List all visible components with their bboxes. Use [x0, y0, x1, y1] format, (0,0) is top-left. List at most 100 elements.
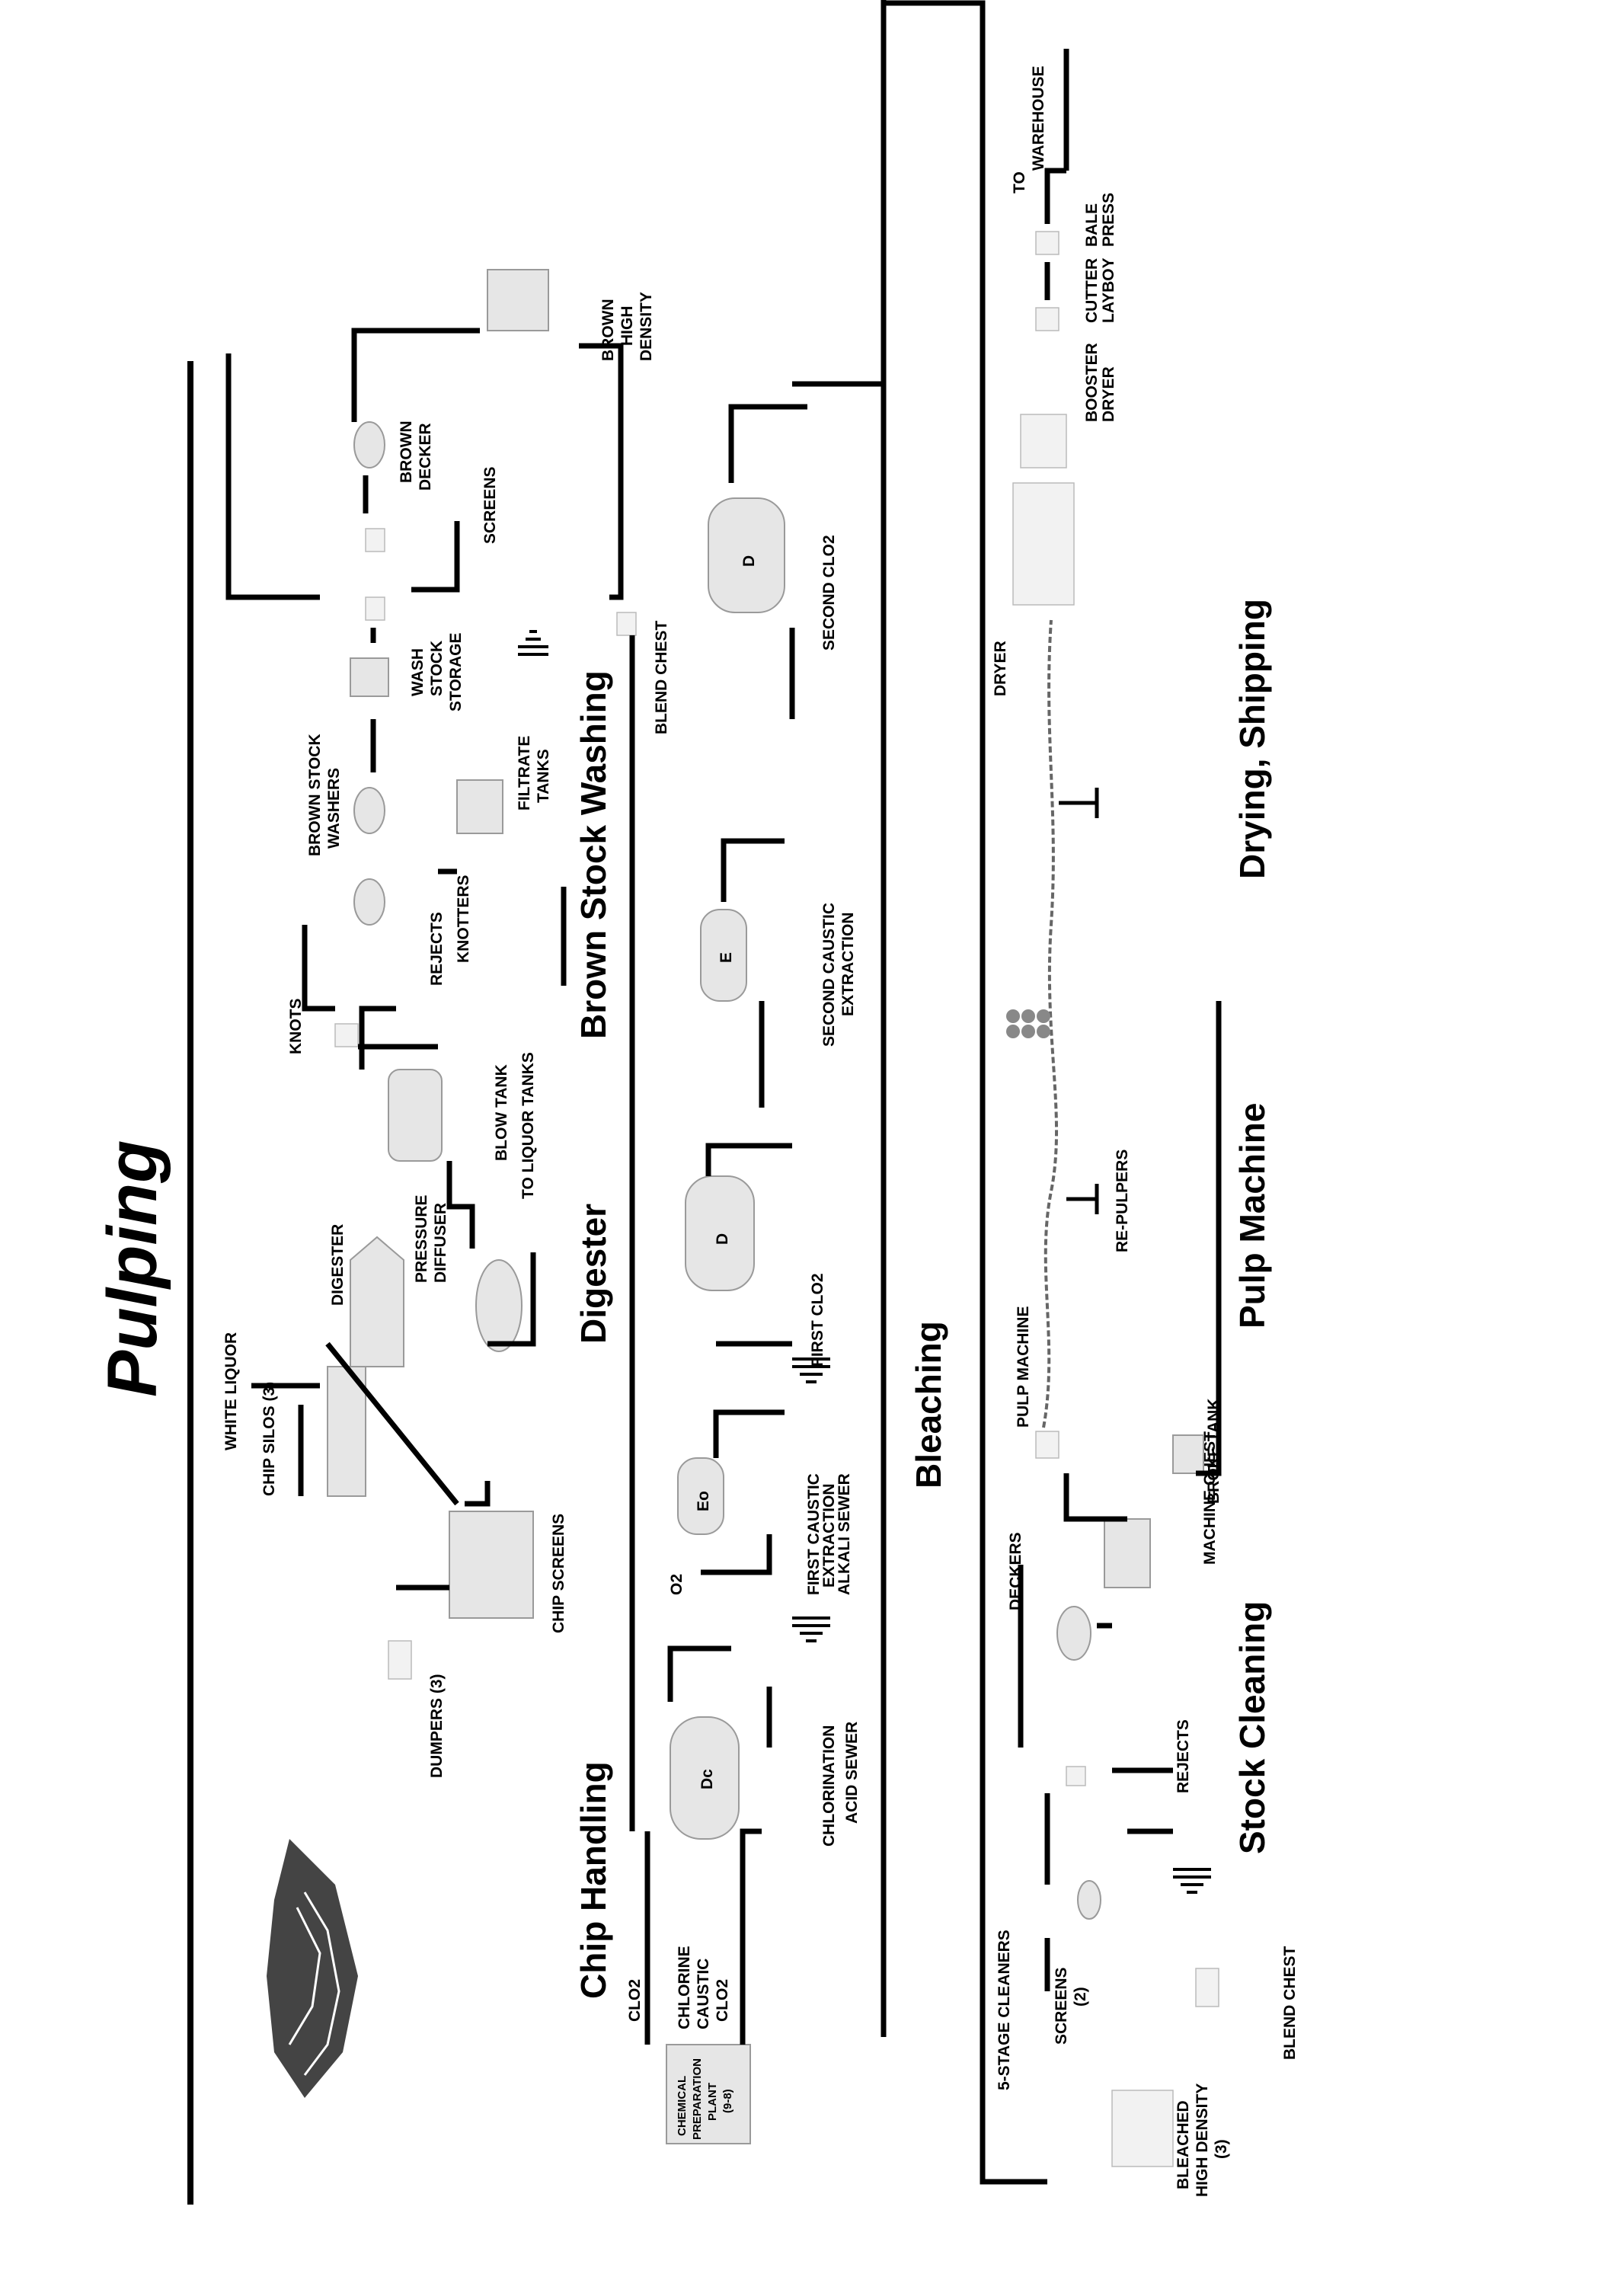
brown-screen-lines: [225, 353, 460, 643]
pulp-machine-label: PULP MACHINE: [1015, 1306, 1032, 1428]
brown-screen-unit-1: [365, 596, 385, 621]
brown-high-density-label-2: HIGH: [618, 306, 636, 347]
rejects-cleaning-label: REJECTS: [1175, 1719, 1192, 1793]
cleaner-unit: [1066, 1766, 1086, 1786]
page-title: Pulping: [94, 1140, 171, 1397]
blend-chest-top-label: BLEND CHEST: [653, 620, 670, 734]
silo-to-digester-line: [325, 1341, 459, 1506]
brown-stock-washer-unit-2: [353, 787, 385, 834]
rejects-knotters-label: REJECTS: [428, 912, 446, 986]
booster-dryer-unit: [1020, 414, 1067, 468]
chem-plant-label-4: (9-8): [721, 2089, 734, 2113]
second-caustic-label-2: EXTRACTION: [839, 913, 857, 1017]
blow-tank-unit: [388, 1069, 443, 1162]
brown-decker-label-1: BROWN: [398, 421, 415, 483]
bleached-hd-label-3: (3): [1213, 2139, 1230, 2159]
chlorination-tower-unit: [670, 1716, 740, 1840]
first-clo2-tower-tag: D: [714, 1233, 731, 1245]
bleached-hd-label-1: BLEACHED: [1175, 2100, 1192, 2189]
pulp-machine-headbox-unit: [1035, 1431, 1059, 1459]
knotters-label: KNOTTERS: [455, 875, 472, 964]
dumpers-label: DUMPERS (3): [428, 1674, 446, 1778]
first-clo2-lines: [705, 1143, 792, 1347]
pressure-diffuser-unit: [475, 1259, 523, 1352]
second-clo2-label: SECOND CLO2: [820, 535, 838, 651]
acid-sewer-ground-symbol: [792, 1616, 830, 1642]
broke-tank-unit: [1172, 1434, 1204, 1474]
wash-stock-storage-unit: [350, 657, 389, 697]
brown-decker-label-2: DECKER: [417, 423, 434, 491]
o2-line: [701, 1534, 772, 1575]
pulp-machine-wire: [1042, 619, 1059, 1428]
brown-screen-unit-2: [365, 528, 385, 552]
chip-silos-label: CHIP SILOS (3): [260, 1382, 278, 1496]
machine-chest-label: MACHINE CHEST: [1201, 1431, 1219, 1565]
o2-label: O2: [668, 1574, 686, 1595]
knots-label: KNOTS: [287, 999, 305, 1055]
to-liquor-tanks-label: TO LIQUOR TANKS: [519, 1052, 537, 1199]
section-stock-cleaning: Stock Cleaning: [1232, 1601, 1272, 1854]
alkali-sewer-label: ALKALI SEWER: [836, 1473, 853, 1595]
pressure-diffuser-label-1: PRESSURE: [413, 1194, 430, 1283]
chlorination-label: CHLORINATION: [820, 1725, 838, 1847]
alkali-sewer-ground-symbol: [792, 1357, 830, 1383]
second-caustic-tower-tag: E: [718, 952, 735, 963]
dryer-unit: [1012, 482, 1075, 606]
first-caustic-tower-unit: [677, 1457, 724, 1535]
booster-dryer-label-1: BOOSTER: [1083, 343, 1101, 422]
press-rolls: [1006, 1009, 1050, 1038]
bleached-high-density-unit: [1111, 2090, 1174, 2167]
chemical-feed-lines: [644, 1828, 762, 2045]
knotter-to-washer-line: [302, 925, 335, 1012]
brown-high-density-unit: [487, 269, 549, 331]
booster-dryer-label-2: DRYER: [1100, 366, 1117, 422]
white-liquor-label: WHITE LIQUOR: [222, 1332, 240, 1450]
filtrate-tanks-unit: [456, 779, 503, 834]
first-caustic-tower-tag: Eo: [695, 1491, 712, 1511]
bleach-main-lines: [629, 0, 887, 2037]
re-pulpers-label: RE-PULPERS: [1114, 1150, 1131, 1252]
chip-pile-image: [267, 1839, 358, 2098]
knotter-lines: [358, 1006, 438, 1070]
section-brown-stock-washing: Brown Stock Washing: [574, 670, 613, 1039]
section-pulp-machine: Pulp Machine: [1232, 1103, 1272, 1329]
second-clo2-tower-tag: D: [740, 555, 758, 567]
first-caustic-label-2: EXTRACTION: [820, 1484, 838, 1588]
knotter-unit-1: [334, 1023, 359, 1047]
section-bleaching: Bleaching: [909, 1321, 948, 1489]
chlorination-tower-tag: Dc: [698, 1769, 716, 1789]
chlorination-lines: [667, 1645, 772, 1748]
digester-label: DIGESTER: [329, 1224, 347, 1306]
hd-to-blend-line: [579, 343, 624, 600]
bleached-hd-label-2: HIGH DENSITY: [1194, 2083, 1211, 2197]
chip-silo-feed-line: [298, 1405, 491, 1507]
second-caustic-label-1: SECOND CAUSTIC: [820, 903, 838, 1047]
chip-screens-unit: [449, 1511, 534, 1619]
to-warehouse-label-2: WAREHOUSE: [1030, 66, 1047, 171]
brown-stock-washer-unit-1: [353, 878, 385, 926]
to-warehouse-label-1: TO: [1011, 171, 1028, 193]
cleaning-ground-symbol: [1173, 1868, 1211, 1894]
decker-unit: [1056, 1606, 1091, 1661]
brown-high-density-label-1: BROWN: [599, 299, 617, 361]
screens-2-unit: [1077, 1880, 1101, 1920]
acid-sewer-label: ACID SEWER: [843, 1722, 861, 1824]
screens-brown-label: SCREENS: [481, 466, 499, 544]
blow-tank-label: BLOW TANK: [493, 1064, 510, 1161]
chemical-preparation-plant-unit: [666, 2044, 751, 2144]
bale-press-unit: [1035, 231, 1059, 255]
finishing-lines: [1044, 49, 1069, 300]
machine-chest-unit: [1104, 1518, 1151, 1588]
clo2-in-2-label: CLO2: [714, 1979, 731, 2022]
second-clo2-lines: [728, 404, 807, 719]
brown-stock-washers-label-1: BROWN STOCK: [306, 734, 324, 856]
title-rule: [187, 361, 193, 2205]
clo2-in-label: CLO2: [626, 1979, 644, 2022]
wash-stock-storage-label-2: STOCK: [428, 641, 446, 696]
section-drying-shipping: Drying, Shipping: [1232, 599, 1272, 879]
re-pulper-symbol-1: [1066, 1184, 1099, 1214]
deckers-to-machine-lines: [1018, 1001, 1222, 1748]
wash-stock-storage-label-1: WASH: [409, 648, 427, 696]
chem-plant-label-1: CHEMICAL: [676, 2076, 689, 2136]
bale-press-label-2: PRESS: [1100, 193, 1117, 247]
